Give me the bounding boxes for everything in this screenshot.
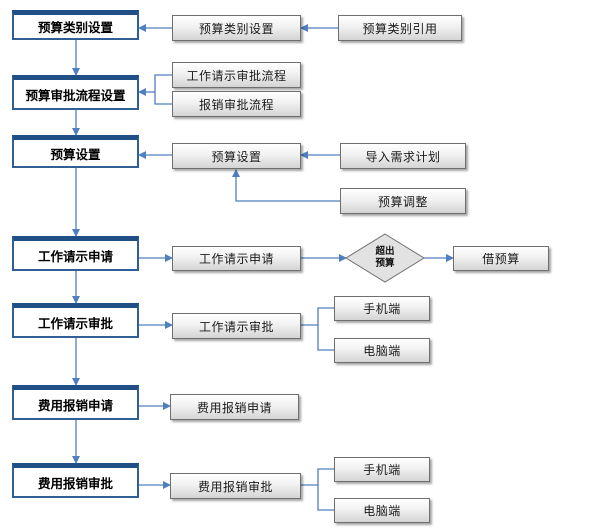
step-expense-apply[interactable]: 费用报销申请 — [12, 385, 139, 420]
box-reimburse-flow[interactable]: 报销审批流程 — [172, 91, 301, 117]
step-budget-setting[interactable]: 预算设置 — [12, 135, 139, 168]
decision-label: 超出 预算 — [365, 246, 405, 270]
box-work-request-approve[interactable]: 工作请示审批 — [172, 313, 301, 339]
box-budget-category-ref[interactable]: 预算类别引用 — [338, 15, 462, 41]
box-budget-category-setting[interactable]: 预算类别设置 — [172, 15, 301, 41]
box-import-demand-plan[interactable]: 导入需求计划 — [340, 143, 466, 169]
decision-diamond — [345, 233, 425, 283]
box-pc-1[interactable]: 电脑端 — [334, 338, 430, 363]
box-mobile-1[interactable]: 手机端 — [334, 296, 430, 321]
decision-line-1: 超出 — [375, 246, 395, 257]
box-work-request-apply[interactable]: 工作请示申请 — [172, 246, 301, 271]
step-work-request-approve[interactable]: 工作请示审批 — [12, 303, 139, 338]
decision-line-2: 预算 — [375, 258, 395, 269]
box-mobile-2[interactable]: 手机端 — [334, 457, 430, 482]
step-budget-approval-flow-setting[interactable]: 预算审批流程设置 — [12, 75, 139, 110]
step-work-request-apply[interactable]: 工作请示申请 — [12, 236, 139, 271]
box-budget-setting[interactable]: 预算设置 — [172, 143, 301, 169]
step-budget-category-setting[interactable]: 预算类别设置 — [12, 10, 139, 40]
box-work-request-flow[interactable]: 工作请示审批流程 — [172, 62, 301, 88]
box-borrow-budget[interactable]: 借预算 — [453, 246, 549, 271]
box-expense-approve[interactable]: 费用报销审批 — [170, 473, 301, 499]
step-expense-approve[interactable]: 费用报销审批 — [12, 463, 139, 498]
box-pc-2[interactable]: 电脑端 — [334, 498, 430, 523]
box-budget-adjust[interactable]: 预算调整 — [340, 188, 466, 214]
box-expense-apply[interactable]: 费用报销申请 — [170, 394, 299, 420]
